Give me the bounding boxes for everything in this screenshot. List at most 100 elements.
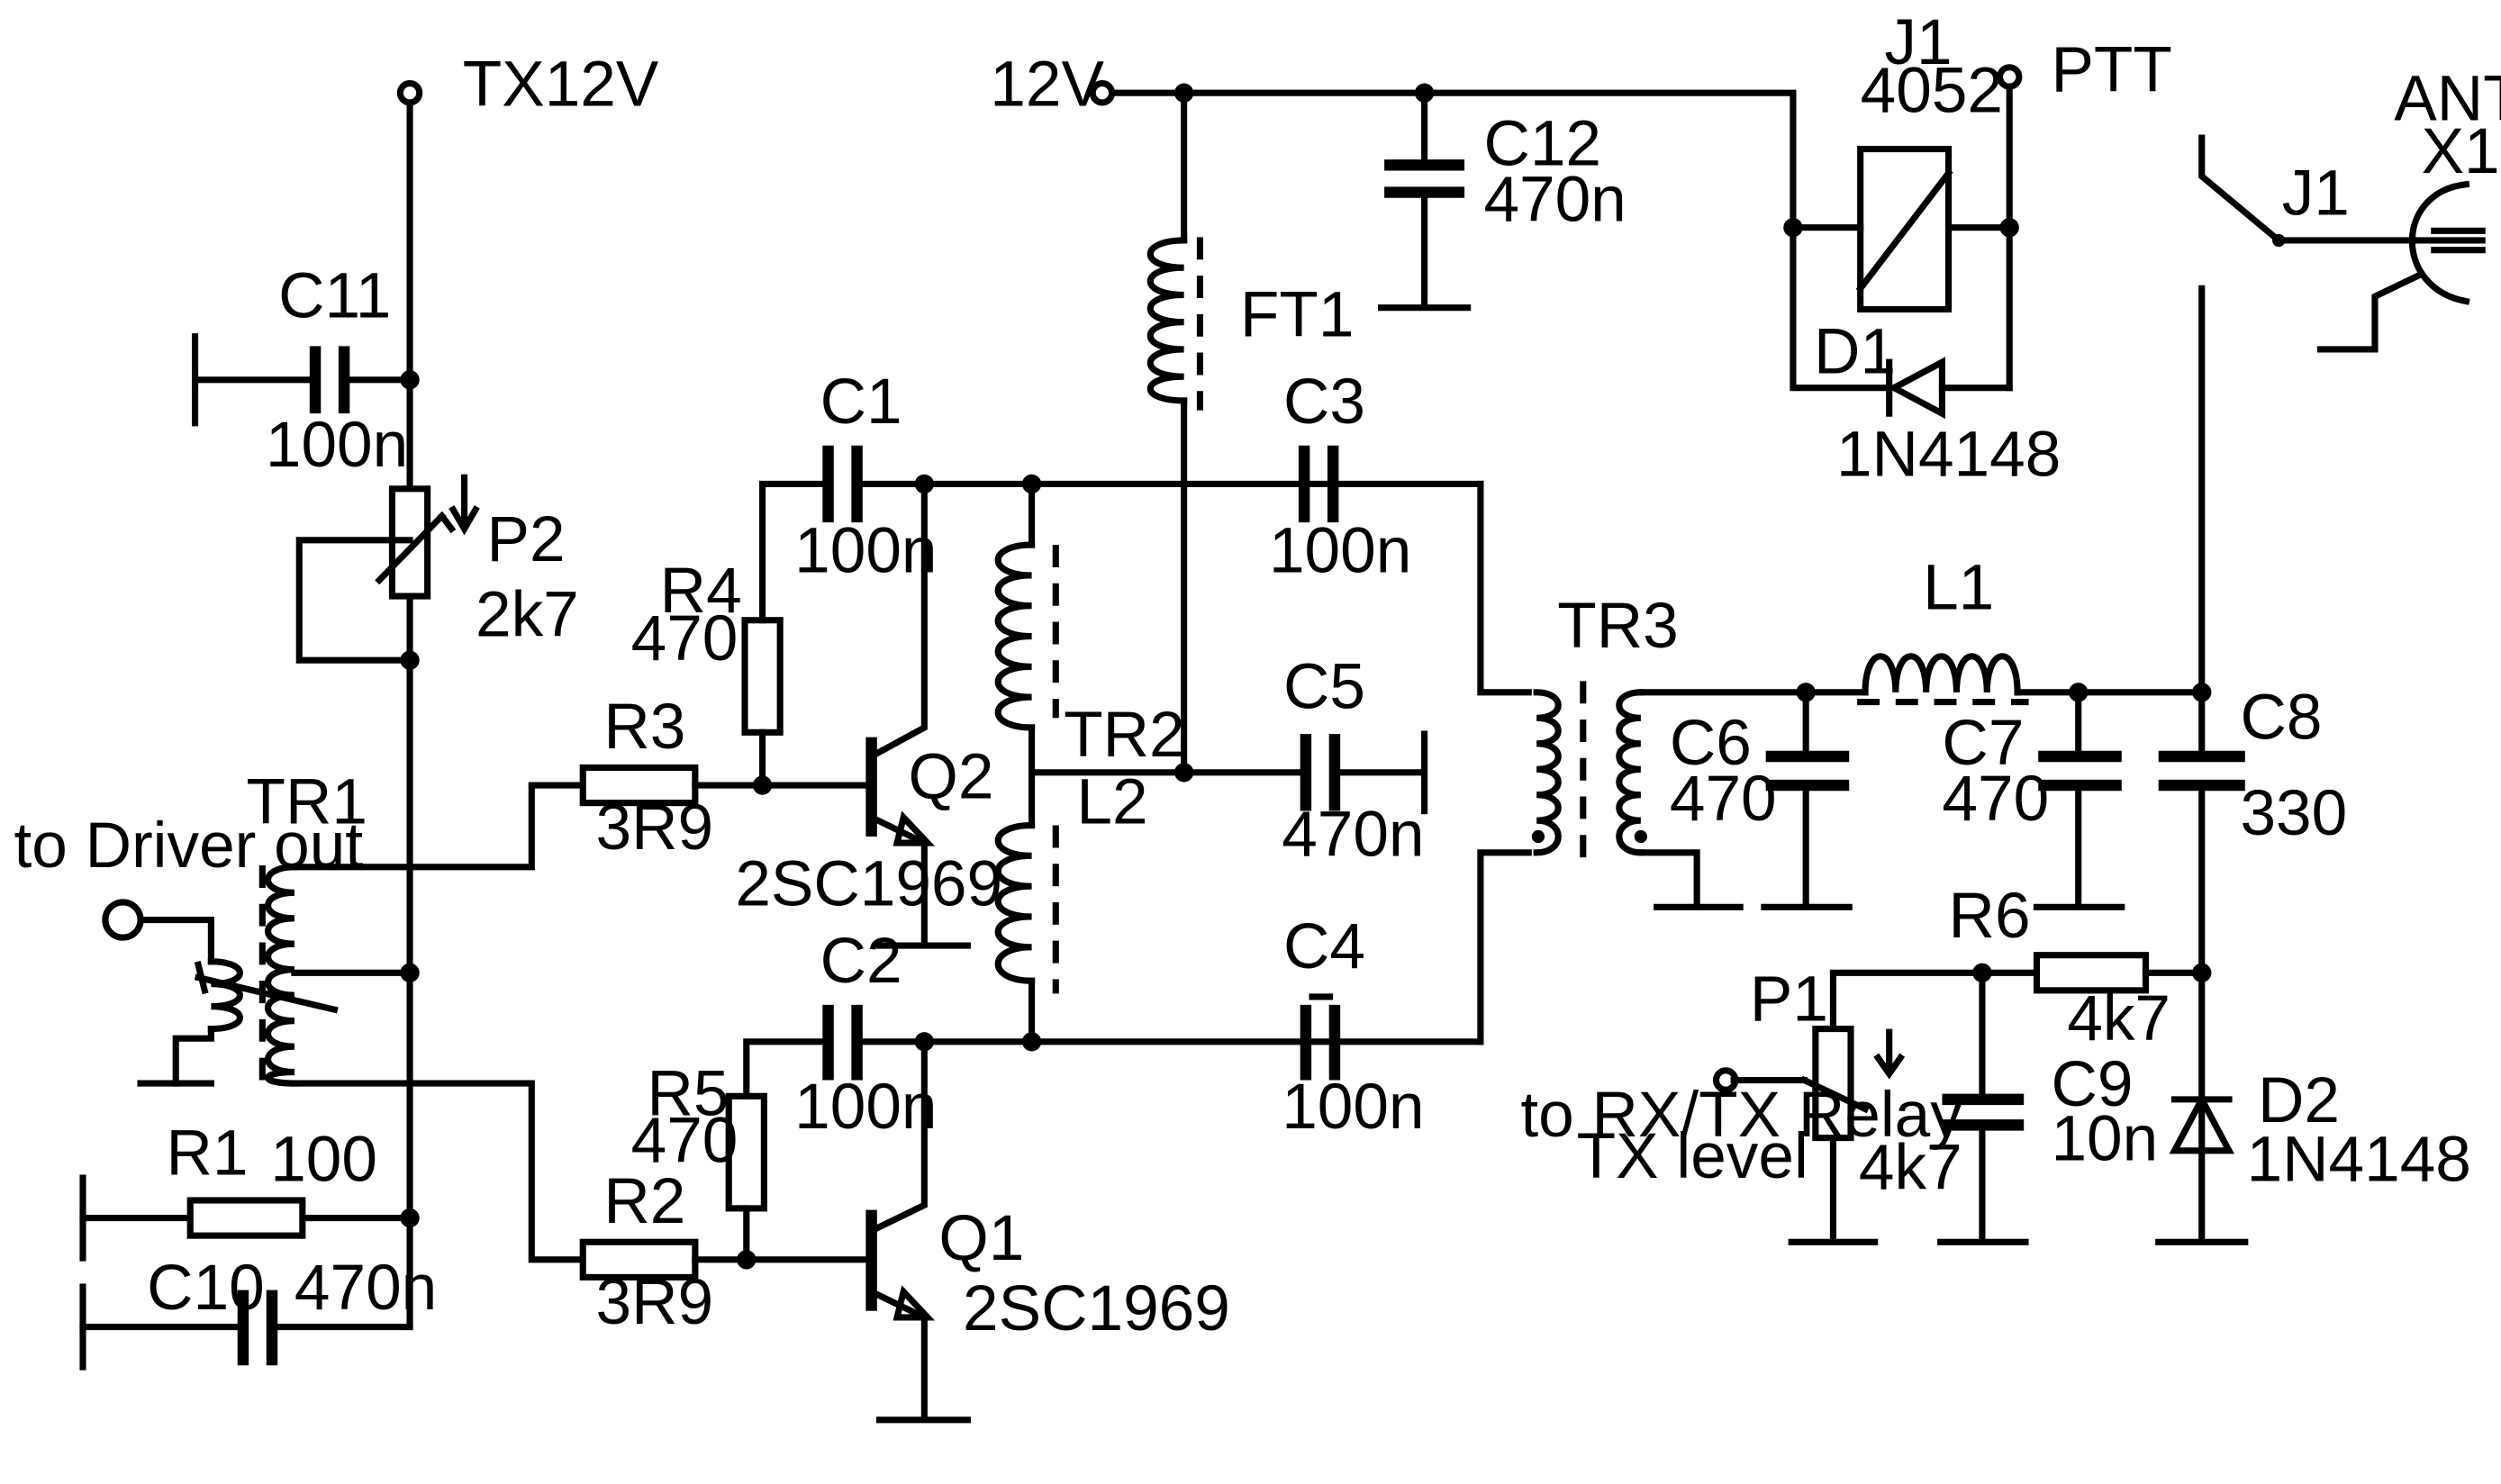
c7-ref: C7 <box>1942 708 2024 779</box>
r3-ref: R3 <box>603 692 685 763</box>
p2-value: 2k7 <box>476 580 579 651</box>
c8-value: 330 <box>2240 778 2347 849</box>
ft1-ref: FT1 <box>1240 280 1355 351</box>
q2-value: 2SC1969 <box>735 849 1002 920</box>
capacitor-c12 <box>1377 89 1472 312</box>
capacitor-c2 <box>822 1004 1484 1081</box>
c1-ref: C1 <box>820 366 902 438</box>
c11-value: 100n <box>266 410 408 481</box>
capacitor-c11 <box>192 333 413 427</box>
supply-12v <box>1089 79 1797 776</box>
j1-ref: J1 <box>1884 7 1952 78</box>
c7-value: 470 <box>1942 764 2049 835</box>
transformer-tr2 <box>994 480 1305 1045</box>
c8-ref: C8 <box>2240 682 2322 753</box>
r2-ref: R2 <box>603 1166 685 1237</box>
r6-ref: R6 <box>1949 881 2031 952</box>
resistor-r5 <box>725 1038 827 1263</box>
c10-ref: C10 <box>147 1253 265 1324</box>
transformer-tr1: TR1 to Driver out <box>14 767 586 1263</box>
l1-ref: L1 <box>1923 552 1994 623</box>
d2-ref: D2 <box>2258 1065 2340 1136</box>
p1-value: 4k7 <box>1859 1133 1962 1204</box>
c9-ref: C9 <box>2051 1049 2133 1120</box>
tx12v-label: TX12V <box>463 49 659 120</box>
relay-j1 <box>1783 85 2019 392</box>
j1b-ref: J1 <box>2282 158 2350 229</box>
r1-ref: R1 <box>167 1118 249 1190</box>
c5-ref: C5 <box>1283 652 1365 723</box>
ptt-terminal[interactable] <box>1996 64 2023 90</box>
capacitor-c3 <box>1298 445 1339 523</box>
d2-value: 1N4148 <box>2247 1125 2471 1196</box>
c2-value: 100n <box>794 1072 937 1143</box>
resistor-r4 <box>741 480 827 789</box>
q1-value: 2SC1969 <box>963 1273 1230 1344</box>
r6-value: 4k7 <box>2067 983 2170 1054</box>
antenna-switch-j1 <box>2198 134 2417 248</box>
transistor-q2 <box>865 480 971 949</box>
r5-value: 470 <box>631 1105 739 1176</box>
c6-value: 470 <box>1670 764 1777 835</box>
c1-value: 100n <box>794 515 937 586</box>
potentiometer-p1 <box>1730 1026 1906 1245</box>
driver-in-terminal[interactable] <box>102 899 144 941</box>
c4-ref: C4 <box>1283 911 1365 982</box>
q1-ref: Q1 <box>938 1203 1024 1274</box>
c3-value: 100n <box>1269 515 1411 586</box>
c3-ref: C3 <box>1283 366 1365 438</box>
r1-value: 100 <box>270 1125 377 1196</box>
capacitor-c7 <box>2033 683 2125 910</box>
transistor-q1 <box>865 1038 971 1424</box>
resistor-r1 <box>79 1174 420 1262</box>
c12-ref: C12 <box>1483 108 1601 179</box>
c4-value: 100n <box>1282 1072 1424 1143</box>
r4-value: 470 <box>631 603 739 674</box>
bias-section: TX12V C11 100n P2 2k7 <box>192 49 659 1331</box>
capacitor-c8 <box>2155 285 2249 1245</box>
r5-ref: R5 <box>647 1059 729 1130</box>
ptt-label: PTT <box>2051 34 2171 105</box>
rxtx-label-line1: to RX/TX Relay <box>1520 1080 1962 1151</box>
driver-in-label: to Driver out <box>14 810 363 882</box>
capacitor-c10 <box>79 1283 413 1371</box>
c6-ref: C6 <box>1670 708 1752 779</box>
diode-d2 <box>2169 1092 2234 1154</box>
c2-ref: C2 <box>820 926 902 997</box>
r3-value: 3R9 <box>595 792 713 864</box>
inductor-l1 <box>1857 653 2029 706</box>
q2-ref: Q2 <box>909 741 994 812</box>
d1-value: 1N4148 <box>1836 420 2061 491</box>
potentiometer-p2 <box>295 474 480 664</box>
capacitor-c9 <box>1937 969 2029 1245</box>
capacitor-c6 <box>1761 683 1853 910</box>
l2-ref: L2 <box>1076 767 1147 838</box>
c11-ref: C11 <box>278 260 391 331</box>
rxtx-label-line2: TX level <box>1577 1121 1808 1192</box>
d1-ref: D1 <box>1814 317 1896 388</box>
tr2-ref: TR2 <box>1064 700 1184 771</box>
c12-value: 470n <box>1483 165 1626 236</box>
tr3-ref: TR3 <box>1557 591 1678 662</box>
resistor-r3 <box>579 764 872 807</box>
diode-d1 <box>1886 357 1945 420</box>
v12-label: 12V <box>990 49 1104 120</box>
j1-value: 4052 <box>1861 56 2003 127</box>
transformer-tr3 <box>1477 480 2206 1045</box>
c10-value: 470n <box>295 1253 437 1324</box>
capacitor-c4 <box>1300 993 1341 1081</box>
ant-label: ANT <box>2394 63 2501 134</box>
resistor-r6 <box>1829 952 2206 1029</box>
c5-value: 470n <box>1282 799 1424 870</box>
r2-value: 3R9 <box>595 1267 713 1338</box>
x1-ref: X1 <box>2422 116 2500 187</box>
c9-value: 10n <box>2051 1104 2158 1175</box>
capacitor-c5 <box>1300 730 1428 815</box>
p2-ref: P2 <box>486 504 565 575</box>
tr1-ref: TR1 <box>247 767 367 838</box>
rxtx-terminal[interactable] <box>1712 1067 1739 1093</box>
p1-ref: P1 <box>1750 964 1828 1036</box>
r4-ref: R4 <box>660 556 742 627</box>
antenna-connector-x1[interactable] <box>2316 180 2486 353</box>
